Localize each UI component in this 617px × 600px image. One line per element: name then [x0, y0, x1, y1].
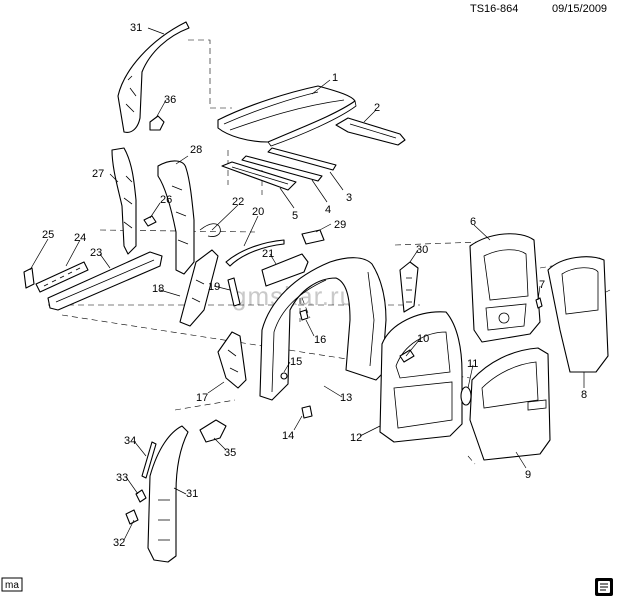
diagram-date: 09/15/2009	[552, 3, 607, 15]
pillar-base-clip	[125, 509, 139, 525]
rocker-panel	[47, 251, 163, 311]
callout-30: 30	[416, 244, 428, 256]
rear-door-clip	[535, 297, 543, 309]
center-pillar	[147, 425, 189, 563]
callout-27: 27	[92, 168, 104, 180]
callout-15: 15	[290, 356, 302, 368]
roof-rail-lower	[221, 161, 297, 191]
callout-31-upper: 31	[130, 22, 142, 34]
roof-weatherstrip	[225, 239, 285, 267]
lower-hinge-pillar	[179, 249, 219, 327]
callout-labels: 1 2 3 4 5 6 7 8 9 10 11 12 13 14 15 16 1…	[42, 22, 587, 549]
callout-13: 13	[340, 392, 352, 404]
callout-25: 25	[42, 229, 54, 241]
corner-tag-label: ma	[5, 580, 19, 591]
callout-11: 11	[467, 358, 478, 370]
rear-door-inner-panel	[469, 233, 541, 343]
callout-10: 10	[417, 333, 429, 345]
callout-29: 29	[334, 219, 346, 231]
center-pillar-bracket	[199, 419, 227, 443]
publication-icon	[595, 578, 613, 596]
callout-28: 28	[190, 144, 202, 156]
roof-bow	[335, 117, 406, 146]
door-seal	[460, 386, 472, 406]
windshield-pillar	[117, 21, 190, 133]
callout-20: 20	[252, 206, 264, 218]
callout-12: 12	[350, 432, 362, 444]
door-inner-clip	[399, 349, 415, 363]
callout-4: 4	[325, 204, 331, 216]
leader-lines	[29, 27, 585, 541]
pillar-bracket	[149, 115, 165, 131]
body-side-frame	[259, 257, 387, 401]
diagram-ref-id: TS16-864	[470, 3, 518, 15]
pillar-weatherstrip	[227, 277, 241, 307]
roof-side-bracket	[261, 253, 309, 287]
callout-6: 6	[470, 216, 476, 228]
roof-rail-middle	[241, 155, 323, 182]
upper-bracket	[301, 229, 325, 245]
callout-17: 17	[196, 392, 208, 404]
callout-32: 32	[113, 537, 125, 549]
callout-16: 16	[314, 334, 326, 346]
pillar-clip-lower	[135, 489, 147, 503]
callout-22: 22	[232, 196, 244, 208]
pillar-trim-strip	[141, 441, 157, 479]
callout-36: 36	[164, 94, 176, 106]
rocker-molding	[35, 261, 89, 293]
callout-31-lower: 31	[186, 488, 198, 500]
rear-door-outer-panel	[547, 256, 609, 373]
front-door-inner-panel	[379, 311, 463, 443]
callout-9: 9	[525, 469, 531, 481]
corner-tag: ma	[1, 577, 23, 592]
callout-7: 7	[539, 279, 545, 291]
callout-1: 1	[332, 72, 338, 84]
callout-23: 23	[90, 247, 102, 259]
callout-3: 3	[346, 192, 352, 204]
latch-bracket	[399, 261, 419, 313]
roof-panel	[217, 85, 357, 147]
roof-rail-upper	[267, 147, 337, 171]
hinge-pillar-inner	[111, 147, 137, 255]
callout-24: 24	[74, 232, 86, 244]
callout-35: 35	[224, 447, 236, 459]
callout-2: 2	[374, 102, 380, 114]
wire-clip	[199, 223, 221, 237]
callout-33: 33	[116, 472, 128, 484]
callout-14: 14	[282, 430, 294, 442]
callout-34: 34	[124, 435, 136, 447]
front-door-outer-panel	[469, 347, 551, 461]
body-clip	[299, 309, 309, 321]
callout-19: 19	[208, 281, 220, 293]
hinge-pillar-outer	[157, 160, 195, 275]
grommet	[280, 372, 288, 380]
pillar-clip	[143, 215, 157, 227]
callout-5: 5	[292, 210, 298, 222]
rocker-fastener	[301, 405, 313, 419]
callout-21: 21	[262, 248, 274, 260]
callout-18: 18	[152, 283, 164, 295]
pillar-reinforcement	[217, 331, 247, 389]
callout-26: 26	[160, 194, 172, 206]
rocker-end-cap	[23, 267, 35, 289]
callout-8: 8	[581, 389, 587, 401]
